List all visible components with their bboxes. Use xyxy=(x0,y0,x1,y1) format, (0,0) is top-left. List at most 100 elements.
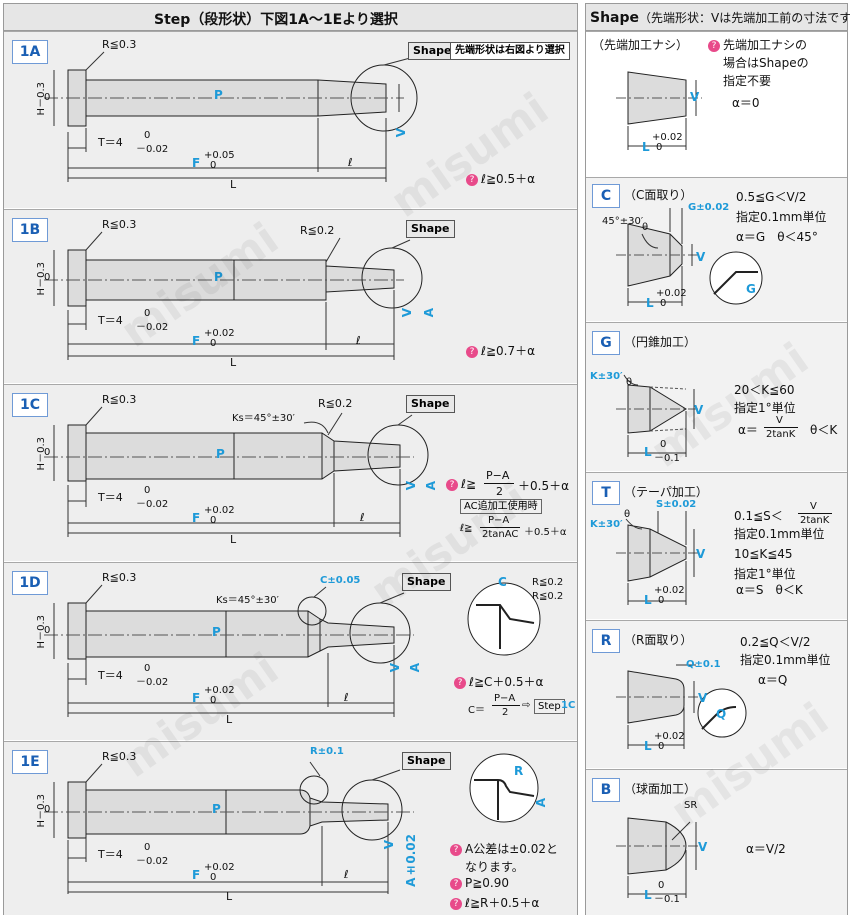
shape-badge-t[interactable]: T xyxy=(592,481,620,505)
label-t-1b: T＝4 xyxy=(98,314,123,327)
step-badge-1b[interactable]: 1B xyxy=(12,218,48,242)
formula-g-num: V xyxy=(776,415,783,426)
label-t-tol-bot-1d: －0.02 xyxy=(136,677,169,688)
shape-section-b: B （球面加工） SR V L 0 －0.1 α＝V/2 xyxy=(586,769,847,915)
label-detail-c-1d: C xyxy=(498,575,507,589)
shape-badge-c[interactable]: C xyxy=(592,184,620,208)
label-ks-1d: Ks＝45°±30′ xyxy=(216,595,279,606)
l-tol-bot-none: 0 xyxy=(656,142,663,153)
label-f-1a: F xyxy=(192,156,201,170)
label-t-1c: T＝4 xyxy=(98,491,123,504)
shape-badge-r[interactable]: R xyxy=(592,629,620,653)
label-t-1e: T＝4 xyxy=(98,848,123,861)
desc-none-2: 指定不要 xyxy=(723,74,772,88)
shape-label-1d: Shape xyxy=(402,573,451,591)
shape-name-t: （テーパ加工） xyxy=(624,485,708,499)
v-label-c: V xyxy=(696,250,706,264)
label-ell-1b: ℓ xyxy=(356,334,361,347)
formula-r: α＝Q xyxy=(758,673,788,687)
note-icon: ? xyxy=(708,40,720,52)
label-t-tol-top-1b: 0 xyxy=(144,308,151,319)
label-hzero-1c: 0 xyxy=(44,447,51,458)
condition-1c-num: P−A xyxy=(486,469,510,482)
label-r-1e: R≦0.3 xyxy=(102,750,137,763)
label-t-tol-bot-1b: －0.02 xyxy=(136,322,169,333)
l-tol-top-g: 0 xyxy=(660,439,667,450)
step-section-1b: 1B R≦0.3 R≦0 xyxy=(4,209,577,383)
label-hzero-1d: 0 xyxy=(44,625,51,636)
label-v-1b: V xyxy=(400,308,414,318)
label-t-tol-top-1c: 0 xyxy=(144,485,151,496)
formula-g-post: θ＜K xyxy=(810,423,838,437)
fraction-bar xyxy=(764,427,798,428)
label-t-1a: T＝4 xyxy=(98,136,123,149)
formula-none: α＝0 xyxy=(732,96,760,110)
v-label-r: V xyxy=(698,691,708,705)
shape-section-g: G （円錐加工） K±30′ θ V L 0 －0.1 20＜K≦60 指定1°… xyxy=(586,322,847,471)
label-v-1c: V xyxy=(404,481,418,491)
label-hzero-1e: 0 xyxy=(44,804,51,815)
label-t-1d: T＝4 xyxy=(98,669,123,682)
shape-label-1c: Shape xyxy=(406,395,455,413)
pin-drawing-1c xyxy=(44,406,429,537)
l-tol-top-b: 0 xyxy=(658,880,665,891)
l-tol-bot-c: 0 xyxy=(660,298,667,309)
label-p-1e: P xyxy=(212,802,221,816)
label-t-tol-top-1d: 0 xyxy=(144,663,151,674)
label-hzero-1b: 0 xyxy=(44,272,51,283)
label-l-1c: L xyxy=(230,533,237,546)
desc-g-1: 指定1°単位 xyxy=(734,401,796,415)
sr-label-b: SR xyxy=(684,800,698,811)
label-v-1a: V xyxy=(394,128,408,138)
label-p-1a: P xyxy=(214,88,223,102)
label-f-tol-top-1e: +0.02 xyxy=(204,862,235,873)
k-label-t: K±30′ xyxy=(590,519,623,530)
s-label-t: S±0.02 xyxy=(656,499,697,510)
label-r-1d: R≦0.3 xyxy=(102,571,137,584)
theta-label-g: θ xyxy=(626,377,633,388)
c-formula-pre-1d: C＝ xyxy=(468,705,485,716)
c-formula-box-1d[interactable]: Step xyxy=(534,699,565,714)
label-v-1e: V xyxy=(382,840,396,850)
l-tol-bot-r: 0 xyxy=(658,741,665,752)
condition-1d: ?ℓ≧C＋0.5＋α xyxy=(454,673,543,690)
desc-t-2: 指定1°単位 xyxy=(734,567,796,581)
pin-drawing-1a xyxy=(44,51,418,182)
pin-drawing-1b xyxy=(44,231,423,360)
label-ks-1c: Ks＝45°±30′ xyxy=(232,413,295,424)
desc-r-1: 指定0.1mm単位 xyxy=(740,653,831,667)
desc-c-1: 指定0.1mm単位 xyxy=(736,210,827,224)
desc-none-1: 場合はShapeの xyxy=(723,56,809,70)
step-section-1a: 1A R≦0.3 H－0.3 xyxy=(4,31,577,208)
condition-1c-post: ＋0.5＋α xyxy=(518,479,569,493)
step-badge-1a[interactable]: 1A xyxy=(12,40,48,64)
formula-b: α＝V/2 xyxy=(746,842,786,856)
note-icon: ? xyxy=(466,346,478,358)
formula-g-den: 2tanK xyxy=(766,429,796,440)
step-badge-1e[interactable]: 1E xyxy=(12,750,48,774)
label-t-tol-bot-1e: －0.02 xyxy=(136,856,169,867)
desc-none-0: ?先端加工ナシの xyxy=(708,36,807,53)
label-detail-r2-1d: R≦0.2 xyxy=(532,591,564,602)
step-badge-1d[interactable]: 1D xyxy=(12,571,48,595)
note-1e-2: ?P≧0.90 xyxy=(450,876,509,890)
shape-name-r: （R面取り） xyxy=(624,633,693,647)
label-ell-1a: ℓ xyxy=(348,156,353,169)
shape-section-c: C （C面取り） 45°±30′ θ G±0.02 V L +0.02 xyxy=(586,177,847,321)
shape-panel-title: Shape（先端形状：Vは先端加工前の寸法です。） xyxy=(590,10,850,26)
label-r-1a: R≦0.3 xyxy=(102,38,137,51)
desc-t-0: 指定0.1mm単位 xyxy=(734,527,825,541)
note-icon: ? xyxy=(454,677,466,689)
ac-den-1c: 2tanAC xyxy=(482,529,519,540)
shape-badge-b[interactable]: B xyxy=(592,778,620,802)
ac-pre-1c: ℓ≧ xyxy=(460,523,473,534)
note-icon: ? xyxy=(466,174,478,186)
shape-badge-g[interactable]: G xyxy=(592,331,620,355)
step-badge-1c[interactable]: 1C xyxy=(12,393,48,417)
l-label-r: L xyxy=(644,739,652,753)
condition-1c-den: 2 xyxy=(496,485,503,498)
l-label-t: L xyxy=(644,593,652,607)
shape-name-g: （円錐加工） xyxy=(624,335,697,349)
fraction-bar xyxy=(480,527,520,528)
